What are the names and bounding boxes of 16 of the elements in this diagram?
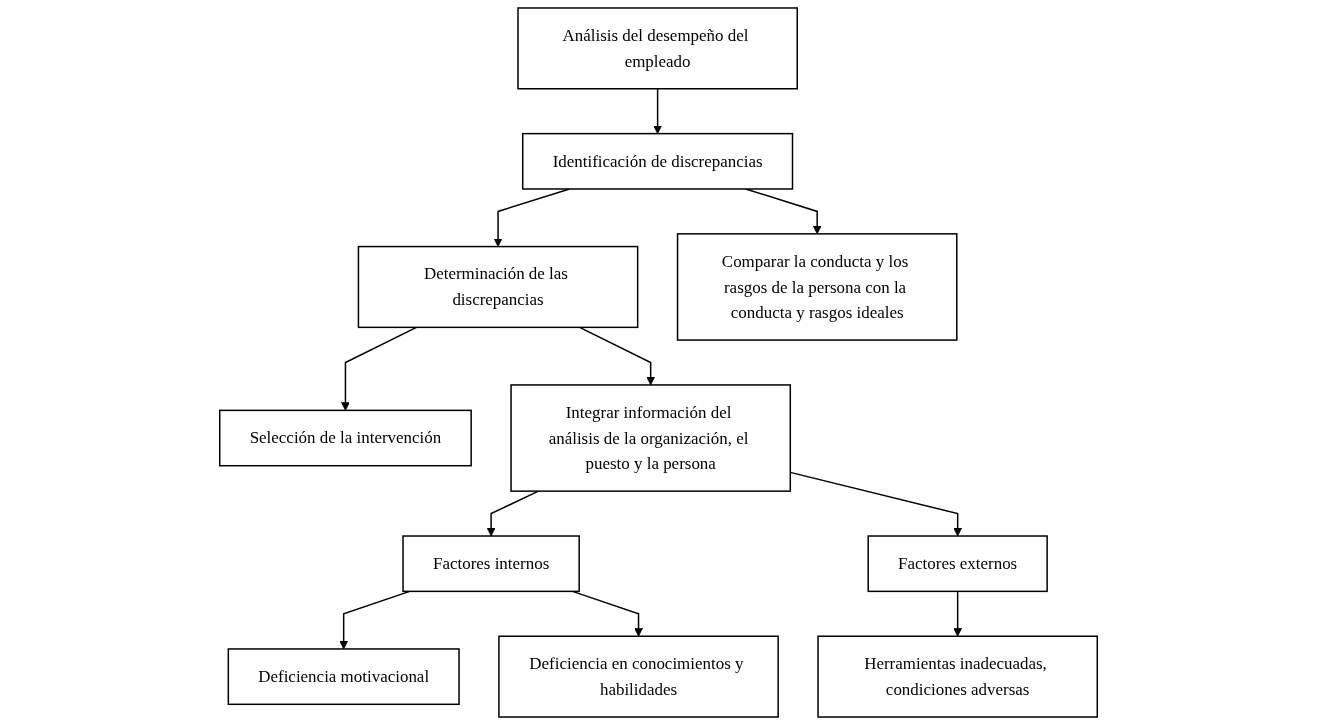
arrow — [953, 590, 963, 637]
node-box: Determinación de las discrepancias — [357, 245, 639, 329]
arrow — [653, 88, 662, 135]
node-box: Identificación de discrepancias — [522, 132, 794, 190]
node-box: Integrar información del análisis de la organización, el puesto y la persona — [510, 384, 792, 492]
node-box: Factores internos — [402, 535, 580, 593]
arrow — [341, 326, 418, 411]
node-box: Deficiencia en conocimientos y habilidades — [498, 635, 779, 718]
arrow — [578, 326, 656, 386]
node-box: Selección de la intervención — [219, 409, 472, 467]
node-box: Herramientas inadecuadas, condiciones adversas — [817, 635, 1098, 718]
node-box: Deficiencia motivacional — [227, 648, 460, 706]
node-box: Comparar la conducta y los rasgos de la persona con la conducta y rasgos ideales — [676, 233, 958, 341]
node-box: Factores externos — [867, 535, 1048, 593]
arrow — [745, 188, 822, 235]
node-box: Análisis del desempeño del empleado — [517, 7, 798, 90]
